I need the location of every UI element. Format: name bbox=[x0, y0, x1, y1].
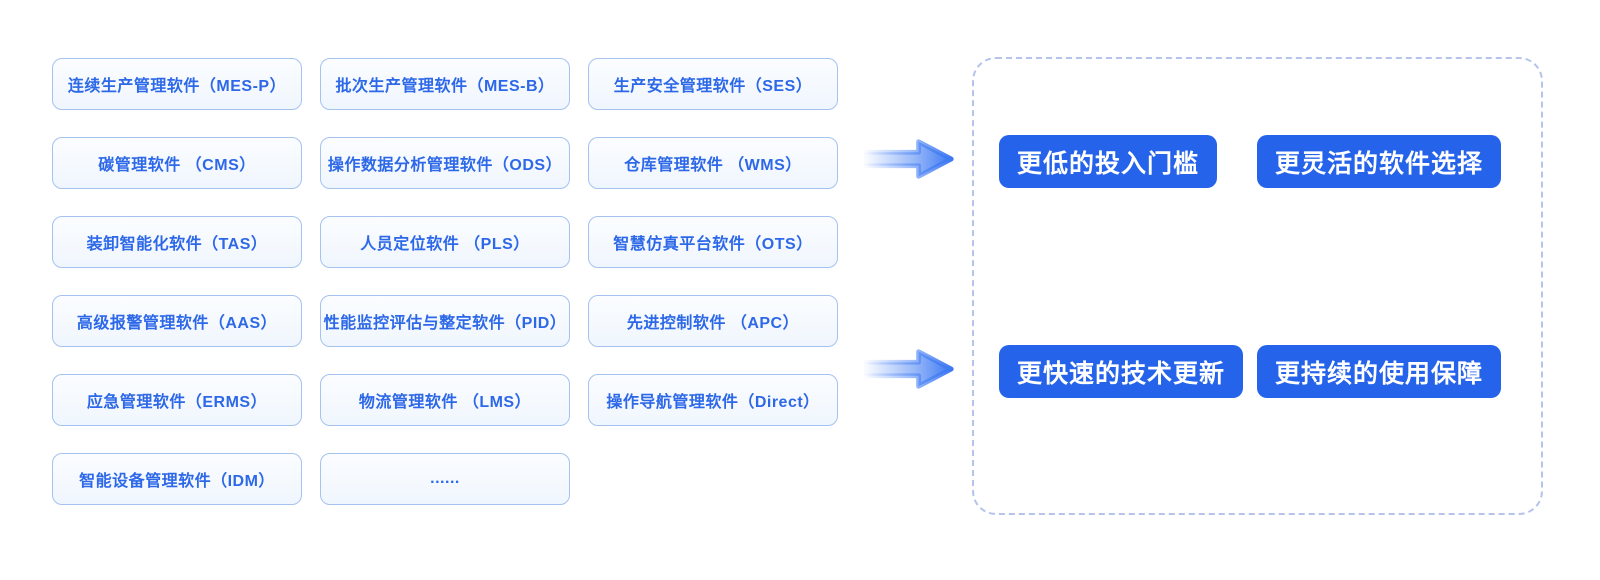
benefit-sustained-support: 更持续的使用保障 bbox=[1257, 345, 1502, 398]
benefit-label: 更灵活的软件选择 bbox=[1275, 149, 1484, 178]
module-box-pid: 性能监控评估与整定软件（PID） bbox=[320, 295, 570, 347]
module-box-cms: 碳管理软件 （CMS） bbox=[52, 137, 302, 189]
module-label: ...... bbox=[430, 470, 460, 487]
module-box-pls: 人员定位软件 （PLS） bbox=[320, 216, 570, 268]
module-label: 物流管理软件 （LMS） bbox=[358, 394, 532, 411]
module-box-ses: 生产安全管理软件（SES） bbox=[588, 58, 838, 110]
module-label: 装卸智能化软件（TAS） bbox=[86, 236, 268, 253]
arrow-right-icon bbox=[860, 349, 954, 389]
module-box-wms: 仓库管理软件 （WMS） bbox=[588, 137, 838, 189]
module-label: 连续生产管理软件（MES-P） bbox=[67, 78, 287, 95]
module-label: 操作导航管理软件（Direct） bbox=[606, 394, 820, 411]
module-box-tas: 装卸智能化软件（TAS） bbox=[52, 216, 302, 268]
module-box-ellipsis: ...... bbox=[320, 453, 570, 505]
arrow-right-icon bbox=[860, 139, 954, 179]
module-label: 碳管理软件 （CMS） bbox=[98, 157, 256, 174]
benefit-label: 更低的投入门槛 bbox=[1017, 149, 1200, 178]
module-box-erms: 应急管理软件（ERMS） bbox=[52, 374, 302, 426]
module-label: 仓库管理软件 （WMS） bbox=[624, 157, 802, 174]
module-box-ots: 智慧仿真平台软件（OTS） bbox=[588, 216, 838, 268]
module-label: 智能设备管理软件（IDM） bbox=[79, 473, 275, 490]
module-label: 性能监控评估与整定软件（PID） bbox=[323, 315, 567, 332]
module-box-mes-p: 连续生产管理软件（MES-P） bbox=[52, 58, 302, 110]
module-box-aas: 高级报警管理软件（AAS） bbox=[52, 295, 302, 347]
benefit-label: 更快速的技术更新 bbox=[1017, 359, 1226, 388]
module-box-ods: 操作数据分析管理软件（ODS） bbox=[320, 137, 570, 189]
module-label: 高级报警管理软件（AAS） bbox=[76, 315, 278, 332]
benefit-lower-cost: 更低的投入门槛 bbox=[999, 135, 1218, 188]
module-label: 先进控制软件 （APC） bbox=[626, 315, 800, 332]
module-box-apc: 先进控制软件 （APC） bbox=[588, 295, 838, 347]
module-label: 操作数据分析管理软件（ODS） bbox=[327, 157, 563, 174]
module-box-direct: 操作导航管理软件（Direct） bbox=[588, 374, 838, 426]
benefit-label: 更持续的使用保障 bbox=[1275, 359, 1484, 388]
module-label: 生产安全管理软件（SES） bbox=[613, 78, 813, 95]
module-label: 应急管理软件（ERMS） bbox=[86, 394, 268, 411]
module-box-mes-b: 批次生产管理软件（MES-B） bbox=[320, 58, 570, 110]
benefits-panel: 更低的投入门槛 更灵活的软件选择 更快速的技术更新 更持续的使用保障 bbox=[972, 57, 1543, 515]
module-box-lms: 物流管理软件 （LMS） bbox=[320, 374, 570, 426]
benefit-flexible-choice: 更灵活的软件选择 bbox=[1257, 135, 1502, 188]
module-box-idm: 智能设备管理软件（IDM） bbox=[52, 453, 302, 505]
module-label: 智慧仿真平台软件（OTS） bbox=[613, 236, 813, 253]
module-grid: 连续生产管理软件（MES-P） 批次生产管理软件（MES-B） 生产安全管理软件… bbox=[52, 58, 838, 505]
module-label: 人员定位软件 （PLS） bbox=[360, 236, 530, 253]
benefit-fast-update: 更快速的技术更新 bbox=[999, 345, 1244, 398]
module-label: 批次生产管理软件（MES-B） bbox=[335, 78, 555, 95]
